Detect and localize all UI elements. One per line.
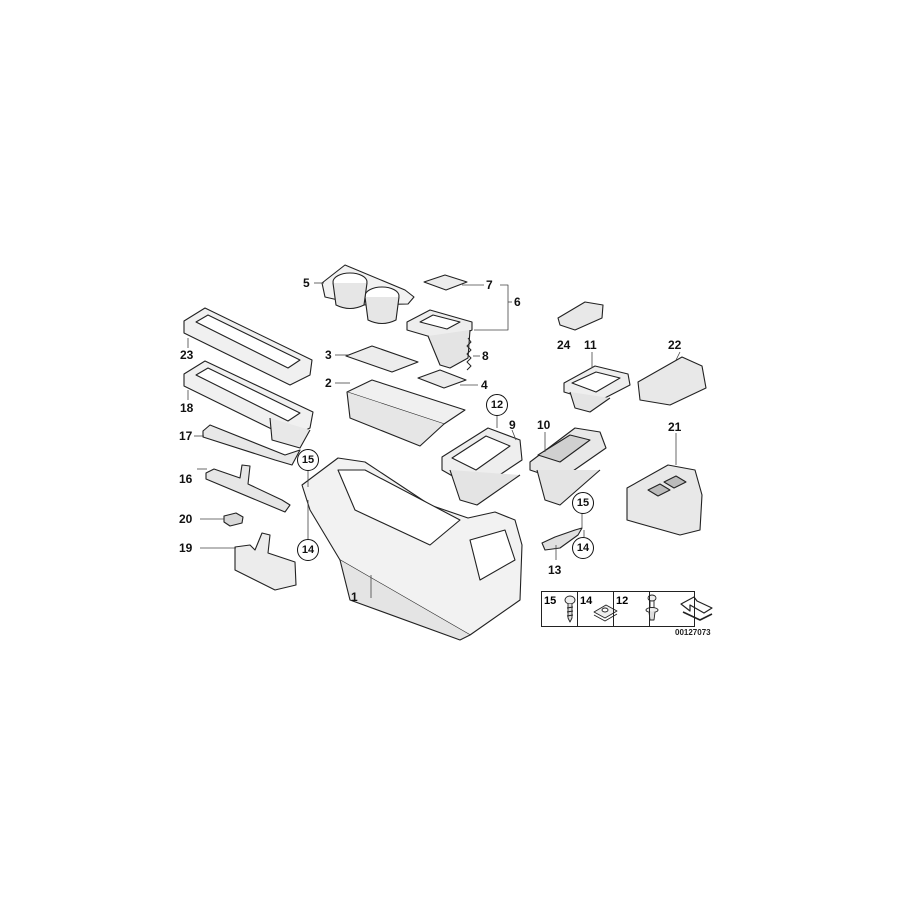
part-label-6: 6 <box>514 295 521 309</box>
part-label-18: 18 <box>180 401 194 415</box>
circled-label-15-b: 15 <box>572 492 594 514</box>
part-label-11: 11 <box>584 338 597 352</box>
tray-part-11 <box>563 365 631 413</box>
part-label-7: 7 <box>486 278 493 292</box>
tray-insert-part-6 <box>406 309 473 369</box>
part-label-22: 22 <box>668 338 682 352</box>
cup-holder-part <box>321 264 415 325</box>
document-number: 00127073 <box>675 628 711 637</box>
circled-label-14: 14 <box>297 539 319 561</box>
legend-cell-clip-nut: 14 <box>578 592 614 626</box>
switch-panel-part-21 <box>626 464 703 536</box>
part-label-16: 16 <box>179 472 193 486</box>
legend-number: 14 <box>580 595 593 607</box>
trim-frame-part-18 <box>183 360 314 449</box>
part-label-24: 24 <box>557 338 571 352</box>
lid-part-7 <box>423 274 468 291</box>
legend-number: 12 <box>616 595 629 607</box>
legend-number: 15 <box>544 595 557 607</box>
part-label-23: 23 <box>180 348 194 362</box>
part-label-19: 19 <box>179 541 193 555</box>
tray-part-2 <box>346 379 466 447</box>
part-label-8: 8 <box>482 349 489 363</box>
legend-icons <box>564 594 713 623</box>
trim-frame-part-23 <box>183 307 313 386</box>
arrow-symbol-icon <box>680 596 713 621</box>
fastener-legend: 15 14 12 <box>541 591 695 627</box>
legend-cell-screw: 15 <box>542 592 578 626</box>
part-label-13: 13 <box>548 563 562 577</box>
part-label-10: 10 <box>537 418 551 432</box>
part-label-17: 17 <box>179 429 193 443</box>
clip-nut-icon <box>593 604 618 622</box>
legend-cell-arrow <box>650 592 694 626</box>
part-label-20: 20 <box>179 512 193 526</box>
console-body-part-1 <box>301 457 523 641</box>
part-label-9: 9 <box>509 418 516 432</box>
part-label-5: 5 <box>303 276 310 290</box>
circled-label-15: 15 <box>297 449 319 471</box>
legend-cell-rivet: 12 <box>614 592 650 626</box>
leader-lines <box>187 282 681 598</box>
screw-icon <box>564 595 576 623</box>
ashtray-part-10 <box>529 427 607 506</box>
part-label-1: 1 <box>351 590 358 604</box>
part-label-2: 2 <box>325 376 332 390</box>
circled-label-12: 12 <box>486 394 508 416</box>
part-label-4: 4 <box>481 378 488 392</box>
part-label-3: 3 <box>325 348 332 362</box>
circled-label-14-b: 14 <box>572 537 594 559</box>
storage-compartment-part-9 <box>441 427 523 506</box>
part-label-21: 21 <box>668 420 682 434</box>
